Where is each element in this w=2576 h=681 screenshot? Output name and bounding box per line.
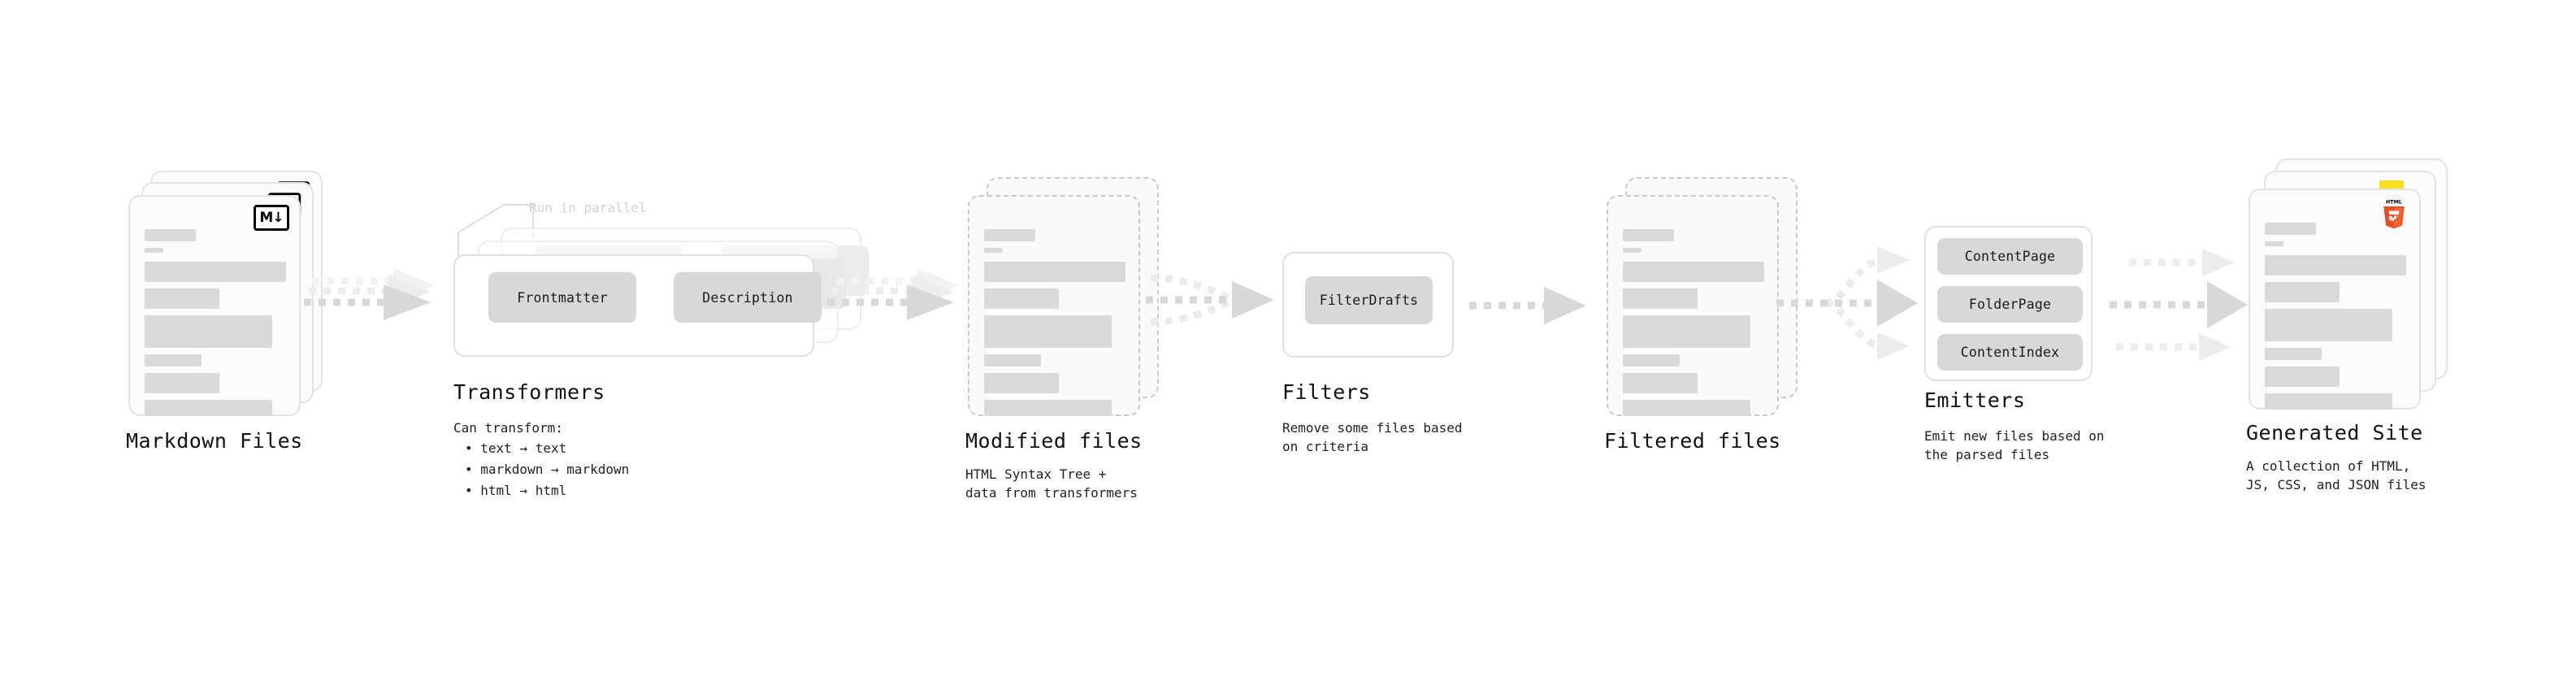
connector-transformers-to-modified bbox=[827, 268, 959, 320]
bar-subheading bbox=[1623, 248, 1641, 253]
connector-emitters-to-site bbox=[2110, 249, 2248, 361]
bar-paragraph bbox=[984, 354, 1041, 367]
bar-subheading bbox=[2265, 241, 2283, 246]
filters-subtitle: Remove some files based on criteria bbox=[1282, 420, 1463, 455]
bar-paragraph bbox=[145, 354, 202, 367]
stage-title-modified-files: Modified files bbox=[965, 429, 1143, 453]
bar-paragraph bbox=[145, 400, 272, 416]
bar-paragraph bbox=[984, 288, 1060, 309]
bar-paragraph bbox=[984, 315, 1112, 348]
html5-icon: HTML bbox=[2380, 198, 2408, 232]
emitter-chip-contentpage[interactable]: ContentPage bbox=[1937, 238, 2083, 275]
bar-heading bbox=[984, 229, 1035, 241]
bar-paragraph bbox=[1623, 400, 1750, 416]
bar-paragraph bbox=[1623, 262, 1764, 282]
transformer-chip-description[interactable]: Description bbox=[674, 272, 822, 323]
card-placeholder-bars bbox=[2265, 223, 2406, 410]
bar-heading bbox=[2265, 223, 2316, 235]
transformer-panel-front: Frontmatter Description bbox=[453, 254, 822, 357]
bar-paragraph bbox=[145, 315, 272, 348]
bar-paragraph bbox=[2265, 255, 2406, 275]
bar-paragraph bbox=[2265, 393, 2392, 410]
emitters-panel: ContentPage FolderPage ContentIndex bbox=[1924, 226, 2092, 381]
bar-heading bbox=[1623, 229, 1674, 241]
run-in-parallel-label: Run in parallel bbox=[529, 200, 647, 215]
bar-paragraph bbox=[984, 262, 1125, 282]
transformers-bullet-2: • html → html bbox=[465, 483, 567, 498]
card-placeholder-bars bbox=[145, 229, 286, 416]
bar-paragraph bbox=[2265, 367, 2340, 387]
bar-paragraph bbox=[145, 373, 220, 393]
generated-site-subtitle: A collection of HTML, JS, CSS, and JSON … bbox=[2246, 458, 2426, 493]
bar-paragraph bbox=[1623, 288, 1698, 309]
bar-paragraph bbox=[2265, 348, 2322, 360]
markdown-icon: M↓ bbox=[254, 205, 289, 231]
bar-paragraph bbox=[2265, 282, 2340, 302]
stage-title-filters: Filters bbox=[1282, 380, 1371, 404]
transformers-bullet-1: • markdown → markdown bbox=[465, 462, 630, 477]
bar-paragraph bbox=[2265, 309, 2392, 341]
bar-paragraph bbox=[145, 262, 286, 282]
connector-modified-to-filters bbox=[1146, 274, 1274, 326]
modified-files-subtitle: HTML Syntax Tree + data from transformer… bbox=[965, 466, 1138, 501]
stage-title-transformers: Transformers bbox=[453, 380, 605, 404]
emitter-chip-folderpage[interactable]: FolderPage bbox=[1937, 286, 2083, 323]
transformers-bullet-0: • text → text bbox=[465, 440, 567, 456]
run-in-parallel-bracket bbox=[458, 204, 534, 260]
filtered-card-front bbox=[1607, 195, 1779, 416]
transformers-subtitle: Can transform: bbox=[453, 420, 563, 436]
stage-title-markdown-files: Markdown Files bbox=[126, 429, 303, 453]
svg-text:HTML: HTML bbox=[2386, 199, 2402, 205]
modified-card-front bbox=[968, 195, 1140, 416]
stage-title-filtered-files: Filtered files bbox=[1604, 429, 1781, 453]
site-card-front: HTML bbox=[2249, 189, 2421, 410]
bar-paragraph bbox=[145, 288, 220, 309]
bar-paragraph bbox=[1623, 315, 1750, 348]
bar-paragraph bbox=[1623, 354, 1680, 367]
stage-title-emitters: Emitters bbox=[1924, 388, 2026, 412]
markdown-card-front: M↓ bbox=[128, 195, 301, 416]
stage-title-generated-site: Generated Site bbox=[2246, 421, 2423, 445]
card-placeholder-bars bbox=[984, 229, 1125, 416]
transformer-chip-frontmatter[interactable]: Frontmatter bbox=[488, 272, 636, 323]
connector-filtered-to-emitters bbox=[1776, 246, 1918, 360]
bar-paragraph bbox=[984, 400, 1112, 416]
card-placeholder-bars bbox=[1623, 229, 1764, 416]
bar-paragraph bbox=[984, 373, 1060, 393]
connector-filters-to-filtered bbox=[1469, 287, 1586, 324]
filter-chip-filterdrafts[interactable]: FilterDrafts bbox=[1305, 276, 1433, 324]
filters-panel: FilterDrafts bbox=[1282, 252, 1454, 358]
bar-subheading bbox=[984, 248, 1003, 253]
emitter-chip-contentindex[interactable]: ContentIndex bbox=[1937, 334, 2083, 371]
bar-paragraph bbox=[1623, 373, 1698, 393]
bar-subheading bbox=[145, 248, 163, 253]
bar-heading bbox=[145, 229, 196, 241]
connector-markdown-to-transformers bbox=[304, 268, 436, 320]
emitters-subtitle: Emit new files based on the parsed files bbox=[1924, 428, 2105, 463]
